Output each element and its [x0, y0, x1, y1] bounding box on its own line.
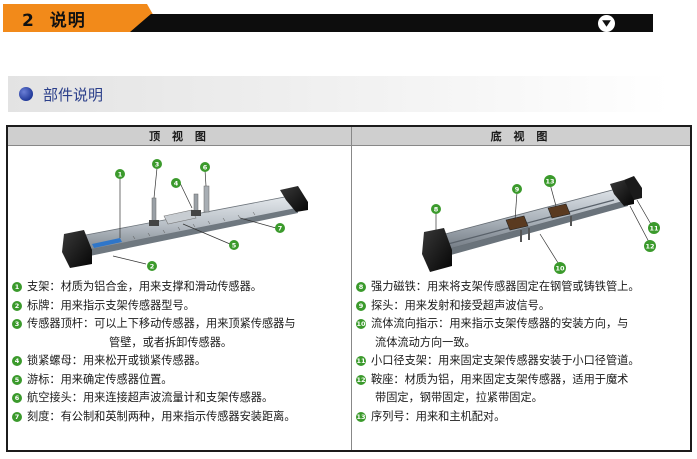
- item-text: 标牌：用来指示支架传感器型号。: [27, 298, 195, 312]
- item-text: 支架：材质为铝合金，用来支撑和滑动传感器。: [27, 280, 262, 293]
- top-view-label-2: 2: [147, 261, 157, 271]
- svg-text:2: 2: [150, 263, 155, 271]
- bottom-view-label-11: 11: [648, 222, 660, 234]
- item-number-badge: 4: [12, 356, 22, 366]
- item-number-badge: 7: [12, 411, 22, 422]
- bottom-view-column: 底 视 图: [351, 127, 690, 450]
- bullet-icon: [19, 87, 33, 101]
- list-item: 5 游标：用来确定传感器位置。: [12, 371, 351, 390]
- item-text: 传感器顶杆：可以上下移动传感器，用来顶紧传感器与: [27, 317, 296, 330]
- list-item: 11 小口径支架：用来固定支架传感器安装于小口径管道。: [356, 352, 690, 371]
- svg-text:3: 3: [155, 161, 160, 169]
- item-text: 锁紧螺母：用来松开或锁紧传感器。: [27, 354, 207, 367]
- section-title-bar: 部件说明: [8, 76, 670, 112]
- list-item: 8 强力磁铁：用来将支架传感器固定在钢管或铸铁管上。: [356, 278, 690, 297]
- top-view-heading: 顶 视 图: [8, 127, 351, 146]
- list-item: 7 刻度：有公制和英制两种，用来指示传感器安装距离。: [12, 408, 351, 427]
- header-title: 2 说明: [22, 6, 86, 31]
- top-view-label-1: 1: [115, 169, 125, 179]
- list-item: 1 支架：材质为铝合金，用来支撑和滑动传感器。: [12, 278, 351, 297]
- item-text: 刻度：有公制和英制两种，用来指示传感器安装距离。: [27, 409, 296, 423]
- list-item: 12 鞍座：材质为铝，用来固定支架传感器，适用于魔术: [356, 371, 690, 390]
- bottom-view-label-12: 12: [644, 240, 656, 252]
- item-number-badge: 8: [356, 282, 366, 292]
- list-item: 13 序列号：用来和主机配对。: [356, 408, 690, 427]
- section-title: 部件说明: [43, 85, 104, 104]
- header-title-text: 说明: [49, 11, 86, 31]
- bottom-view-items: 8 强力磁铁：用来将支架传感器固定在钢管或铸铁管上。 9 探头：用来发射和接受超声波…: [352, 278, 690, 426]
- list-item: 6 航空接头：用来连接超声波流量计和支架传感器。: [12, 389, 351, 408]
- bottom-view-illustration: 8 9 10 11 12 13: [422, 175, 660, 274]
- svg-text:7: 7: [278, 225, 283, 233]
- item-number-badge: 9: [356, 300, 366, 311]
- item-number-badge: 1: [12, 282, 22, 292]
- item-number-badge: 11: [356, 356, 366, 366]
- item-number-badge: 6: [12, 393, 22, 403]
- item-text: 游标：用来确定传感器位置。: [27, 372, 173, 386]
- svg-text:11: 11: [649, 225, 659, 233]
- svg-text:9: 9: [515, 186, 520, 194]
- bottom-view-diagram: 8 9 10 11 12 13: [352, 146, 690, 278]
- top-view-column: 顶 视 图: [8, 127, 351, 450]
- item-number-badge: 12: [356, 374, 366, 385]
- list-item: 3 传感器顶杆：可以上下移动传感器，用来顶紧传感器与: [12, 315, 351, 334]
- item-text: 航空接头：用来连接超声波流量计和支架传感器。: [27, 391, 274, 404]
- svg-text:8: 8: [434, 206, 439, 214]
- top-view-diagram: 1 2 3 4 5 6 7: [8, 146, 351, 278]
- item-text: 小口径支架：用来固定支架传感器安装于小口径管道。: [371, 354, 640, 367]
- top-view-label-3: 3: [152, 159, 162, 169]
- item-text: 序列号：用来和主机配对。: [371, 409, 506, 423]
- item-number-badge: 5: [12, 374, 22, 385]
- item-text-continuation: 流体流动方向一致。: [375, 335, 476, 349]
- item-number-badge: 13: [356, 411, 366, 422]
- svg-text:13: 13: [545, 178, 554, 186]
- top-view-label-4: 4: [171, 178, 181, 188]
- item-text-continuation: 带固定，钢带固定，拉紧带固定。: [375, 391, 543, 404]
- list-item: 4 锁紧螺母：用来松开或锁紧传感器。: [12, 352, 351, 371]
- chevron-down-icon[interactable]: [598, 15, 615, 32]
- bottom-view-label-10: 10: [554, 262, 566, 274]
- item-text: 探头：用来发射和接受超声波信号。: [371, 298, 551, 312]
- item-number-badge: 2: [12, 300, 22, 311]
- top-view-illustration: 1 2 3 4 5 6 7: [62, 159, 308, 271]
- bottom-view-label-8: 8: [431, 204, 441, 214]
- item-number-badge: 3: [12, 319, 22, 329]
- svg-text:4: 4: [174, 180, 179, 188]
- bottom-view-heading: 底 视 图: [352, 127, 690, 146]
- svg-text:5: 5: [232, 242, 237, 250]
- item-text: 流体流向指示：用来指示支架传感器的安装方向，与: [371, 317, 629, 330]
- bottom-view-label-9: 9: [512, 184, 522, 194]
- item-text: 鞍座：材质为铝，用来固定支架传感器，适用于魔术: [371, 372, 629, 386]
- item-number-badge: 10: [356, 319, 366, 329]
- header-banner: 2 说明: [0, 0, 697, 36]
- item-text: 强力磁铁：用来将支架传感器固定在钢管或铸铁管上。: [371, 280, 640, 293]
- list-item: 2 标牌：用来指示支架传感器型号。: [12, 297, 351, 316]
- parts-table: 顶 视 图: [6, 125, 692, 452]
- bottom-view-label-13: 13: [544, 175, 556, 187]
- svg-text:1: 1: [118, 171, 123, 179]
- svg-text:12: 12: [645, 243, 654, 251]
- item-text-continuation: 管壁，或者拆卸传感器。: [109, 335, 233, 349]
- header-number: 2: [22, 11, 35, 31]
- top-view-label-6: 6: [200, 162, 210, 172]
- list-item: 10 流体流向指示：用来指示支架传感器的安装方向，与: [356, 315, 690, 334]
- top-view-label-5: 5: [229, 240, 239, 250]
- svg-text:10: 10: [555, 265, 565, 273]
- top-view-label-7: 7: [275, 223, 285, 233]
- svg-text:6: 6: [203, 164, 208, 172]
- header-bar: [130, 14, 653, 32]
- list-item: 9 探头：用来发射和接受超声波信号。: [356, 297, 690, 316]
